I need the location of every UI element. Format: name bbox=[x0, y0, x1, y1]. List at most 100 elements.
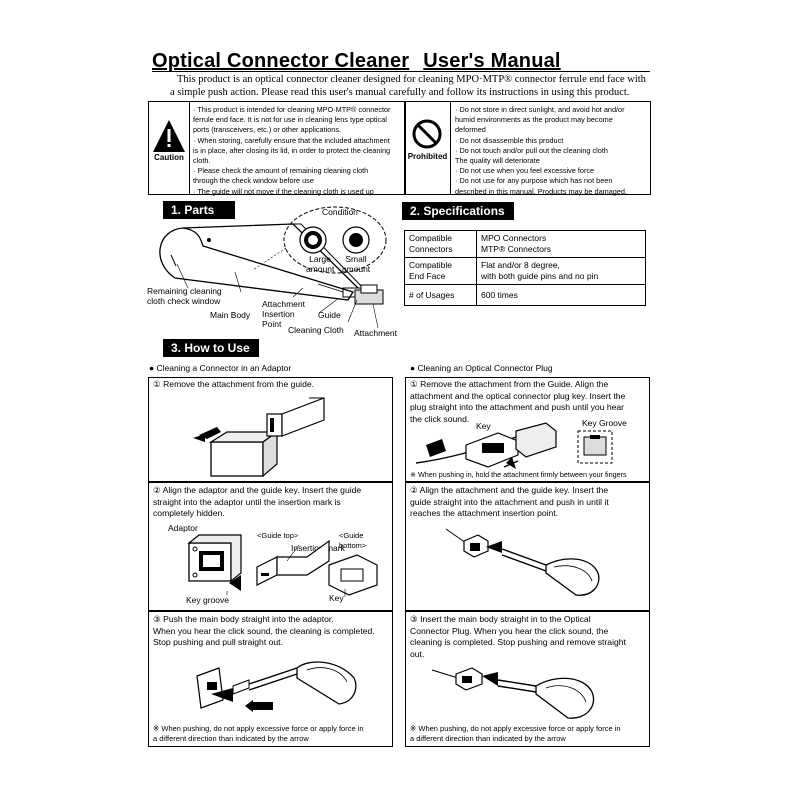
caution-text: · This product is intended for cleaning … bbox=[193, 105, 403, 197]
spec-header-line: # of Usages bbox=[409, 289, 455, 300]
caution-icon-cell: Caution bbox=[149, 102, 190, 194]
step-line: ② Align the attachment and the guide key… bbox=[410, 485, 609, 495]
intro-line: This product is an optical connector cle… bbox=[177, 74, 646, 85]
step-line: plug straight into the attachment and pu… bbox=[410, 402, 625, 412]
adaptor-label: Adaptor bbox=[168, 523, 198, 533]
prohibited-line: · Do not disassemble this product bbox=[455, 135, 564, 145]
prohibited-line: · Do not use when you feel excessive for… bbox=[455, 166, 595, 176]
caution-line: · The guide will not move if the cleanin… bbox=[193, 186, 374, 196]
caution-line: · This product is intended for cleaning … bbox=[193, 105, 391, 114]
step-line: the click sound. bbox=[410, 413, 470, 424]
specs-heading: 2. Specifications bbox=[402, 202, 514, 220]
parts-illustration bbox=[159, 206, 387, 329]
remaining-line: cloth check window bbox=[147, 296, 221, 306]
spec-value-line: with both guide pins and no pin bbox=[481, 271, 599, 281]
note-line: a different direction than indicated by … bbox=[410, 734, 566, 743]
spec-row: # of Usages 600 times bbox=[404, 284, 646, 306]
step-line: out. bbox=[410, 648, 425, 659]
left-subtitle: ● Cleaning a Connector in an Adaptor bbox=[149, 363, 292, 373]
guide-label: Guide bbox=[318, 310, 341, 320]
step-line: attachment and the optical connector plu… bbox=[410, 390, 626, 401]
guide-top-label: <Guide top> bbox=[257, 531, 299, 540]
caution-icon bbox=[153, 120, 185, 152]
step-line: cleaning is completed. Stop pushing and … bbox=[410, 637, 626, 647]
intro-line: a simple push action. Please read this u… bbox=[170, 87, 630, 98]
step-text: ① Remove the attachment from the guide. bbox=[153, 379, 315, 389]
prohibited-icon bbox=[412, 119, 442, 149]
insertion-mark-label: Insertion mark bbox=[291, 543, 345, 553]
step-line: ③ Insert the main body straight in to th… bbox=[410, 614, 591, 624]
step-text: ① Remove the attachment from the Guide. … bbox=[410, 379, 648, 425]
spec-value: Flat and/or 8 degree,with both guide pin… bbox=[476, 257, 646, 285]
step-line: completely hidden. bbox=[153, 508, 225, 518]
caution-line: through the check window before use bbox=[193, 176, 314, 186]
step-left-1: ① Remove the attachment from the guide. bbox=[148, 377, 393, 482]
spec-value-line: MTP® Connectors bbox=[481, 244, 552, 254]
spec-value-line: 600 times bbox=[481, 289, 518, 300]
step-left-2: ② Align the adaptor and the guide key. I… bbox=[148, 482, 393, 611]
howto-heading: 3. How to Use bbox=[163, 339, 259, 357]
key-label: Key bbox=[329, 593, 344, 603]
step-text: ③ Push the main body straight into the a… bbox=[153, 614, 391, 649]
prohibited-line: humid environments as the product may be… bbox=[455, 115, 613, 125]
step-left-2-illustration bbox=[187, 534, 378, 597]
step-right-3: ③ Insert the main body straight in to th… bbox=[405, 611, 650, 747]
key-groove-label: Key Groove bbox=[582, 418, 627, 428]
right-subtitle: ● Cleaning an Optical Connector Plug bbox=[410, 363, 553, 373]
note-line: ※ When pushing, do not apply excessive f… bbox=[410, 724, 621, 733]
caution-line: cloth. bbox=[193, 156, 211, 166]
step-text: ③ Insert the main body straight in to th… bbox=[410, 614, 648, 660]
prohibited-icon-cell: Prohibited bbox=[405, 102, 451, 194]
step-left-1-illustration bbox=[193, 397, 325, 478]
step-right-3-illustration bbox=[431, 667, 595, 719]
caution-line: · When storing, carefully ensure that th… bbox=[193, 135, 390, 145]
large-amount-line: Large bbox=[309, 254, 331, 264]
warning-box: Caution · This product is intended for c… bbox=[148, 101, 651, 197]
spec-value-line: MPO Connectors bbox=[481, 233, 547, 243]
prohibited-text: · Do not store in direct sunlight, and a… bbox=[455, 105, 650, 197]
step-note: ※ When pushing in, hold the attachment f… bbox=[410, 470, 627, 479]
step-right-1-illustration bbox=[415, 422, 613, 469]
key-groove-label: Key groove bbox=[186, 595, 229, 605]
caution-line: ferrule end face. It is not for use in c… bbox=[193, 115, 387, 125]
remaining-line: Remaining cleaning bbox=[147, 286, 222, 296]
key-label: Key bbox=[476, 421, 491, 431]
step-line: ③ Push the main body straight into the a… bbox=[153, 614, 334, 624]
spec-header: # of Usages bbox=[404, 284, 477, 306]
note-line: a different direction than indicated by … bbox=[153, 734, 309, 743]
caution-line: ports (transceivers, etc.) or other appl… bbox=[193, 125, 342, 135]
prohibited-line: deformed bbox=[455, 125, 486, 135]
step-line: Stop pushing and pull straight out. bbox=[153, 637, 283, 647]
caution-line: is in place, after closing its lid, in o… bbox=[193, 145, 391, 155]
prohibited-line: · Do not store in direct sunlight, and a… bbox=[455, 105, 625, 114]
guide-bottom-label: <Guide bottom> bbox=[339, 531, 367, 550]
prohibited-label: Prohibited bbox=[407, 152, 448, 161]
parts-heading: 1. Parts bbox=[163, 201, 235, 219]
prohibited-line: · Do not touch and/or pull out the clean… bbox=[455, 145, 608, 155]
prohibited-line: described in this manual. Products may b… bbox=[455, 186, 627, 196]
attachment-point-line: Point bbox=[262, 319, 282, 329]
attachment-label: Attachment bbox=[354, 328, 397, 338]
cleaning-cloth-label: Cleaning Cloth bbox=[288, 325, 344, 335]
attachment-point-line: Attachment bbox=[262, 299, 305, 309]
small-amount-line: Small bbox=[345, 254, 367, 264]
spec-value-line: Flat and/or 8 degree, bbox=[481, 260, 560, 270]
step-line: Connector Plug. When you hear the click … bbox=[410, 625, 609, 636]
step-line: straight into the adaptor until the inse… bbox=[153, 496, 341, 507]
prohibited-line: The quality will deteriorate bbox=[455, 156, 540, 166]
step-line: ① Remove the attachment from the Guide. … bbox=[410, 379, 609, 389]
intro-text: This product is an optical connector cle… bbox=[170, 73, 650, 99]
caution-label: Caution bbox=[154, 153, 184, 162]
step-line: ② Align the adaptor and the guide key. I… bbox=[153, 485, 362, 495]
step-left-3: ③ Push the main body straight into the a… bbox=[148, 611, 393, 747]
step-line: guide straight into the attachment and p… bbox=[410, 496, 609, 507]
large-amount-line: amount bbox=[306, 264, 335, 274]
